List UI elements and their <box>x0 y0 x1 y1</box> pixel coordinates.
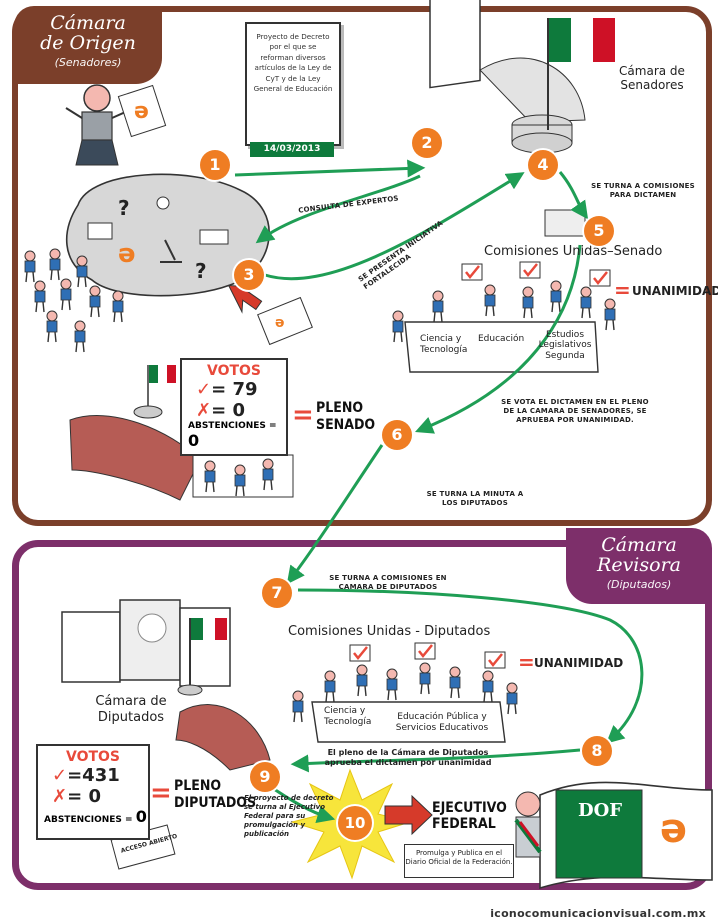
diputados-unanimidad-equals: = <box>518 650 535 674</box>
votes-no-value: = 0 <box>67 786 101 807</box>
votes-no: ✗= 0 <box>52 786 101 807</box>
step-10: 10 <box>338 806 372 840</box>
step-5: 5 <box>584 216 614 246</box>
svg-text:?: ? <box>118 196 130 220</box>
svg-text:ə: ə <box>134 99 149 124</box>
step-8: 8 <box>582 736 612 766</box>
votes-yes: ✓= 79 <box>196 379 258 400</box>
step-2: 2 <box>412 128 442 158</box>
comisiones-diputados-title: Comisiones Unidas - Diputados <box>288 624 491 639</box>
svg-text:ə: ə <box>275 315 285 331</box>
camara-revisora-title: Cámara Revisora (Diputados) <box>566 528 712 604</box>
step-7: 7 <box>262 578 292 608</box>
svg-text:ə: ə <box>660 806 687 852</box>
comision-estudios-senado: Estudios Legislativos Segunda <box>538 330 592 361</box>
abstentions: ABSTENCIONES = 0 <box>44 807 148 826</box>
abstentions-value: 0 <box>188 431 200 450</box>
diputados-unanimidad: UNANIMIDAD <box>534 656 624 670</box>
turna-minuta-note: SE TURNA LA MINUTA A LOS DIPUTADOS <box>426 490 524 507</box>
turna-comisiones-senado-note: SE TURNA A COMISIONES PARA DICTAMEN <box>591 182 695 199</box>
senado-unanimidad: UNANIMIDAD <box>632 284 718 298</box>
camara-origen-panel <box>12 6 712 526</box>
camara-senadores-label: Cámara de Senadores <box>619 64 685 93</box>
title-line2: de Origen <box>40 31 136 54</box>
pleno-diputados-label: PLENO DIPUTADOS <box>174 778 257 811</box>
initiative-doc-text: Proyecto de Decreto por el que se reform… <box>253 32 333 94</box>
votes-title: VOTOS <box>65 749 121 765</box>
title-subtitle: (Diputados) <box>606 577 672 591</box>
deputies-building <box>61 599 271 771</box>
votes-no: ✗= 0 <box>196 400 245 421</box>
abstentions-label: ABSTENCIONES = <box>188 421 277 431</box>
camara-diputados-label: Cámara de Diputados <box>95 694 167 725</box>
senado-votes-box: VOTOS ✓= 79 ✗= 0 ABSTENCIONES = 0 <box>180 358 288 456</box>
votes-yes-value: =431 <box>67 765 120 786</box>
comision-educacion-senado: Educación <box>478 334 525 344</box>
turna-ejecutivo-note: El proyecto de decreto se turna al Ejecu… <box>244 794 334 839</box>
pleno-senado-label: PLENO SENADO <box>316 400 376 433</box>
title-line2: Revisora <box>597 553 681 576</box>
footer-credit: iconocomunicacionvisual.com.mx <box>490 907 706 920</box>
diputados-votes-box: VOTOS ✓=431 ✗= 0 ABSTENCIONES = 0 <box>36 744 150 840</box>
initiative-document: Proyecto de Decreto por el que se reform… <box>245 22 341 146</box>
abstentions-label: ABSTENCIONES = <box>44 815 133 825</box>
initiative-date: 14/03/2013 <box>250 142 334 157</box>
ejecutivo-federal-label: EJECUTIVO FEDERAL <box>432 800 507 833</box>
votes-yes-value: = 79 <box>211 379 258 400</box>
turna-comisiones-diputados-note: SE TURNA A COMISIONES EN CAMARA DE DIPUT… <box>329 574 447 591</box>
dof-book: ə <box>514 781 713 890</box>
comisiones-senado-title: Comisiones Unidas–Senado <box>484 244 663 259</box>
pleno-senado-equals: = <box>292 400 314 430</box>
senate-plenum <box>69 365 294 501</box>
step-3: 3 <box>234 260 264 290</box>
title-line1: Cámara <box>601 534 677 556</box>
promulga-note: Promulga y Publica en el Diario Oficial … <box>404 844 514 878</box>
senado-unanimidad-equals: = <box>614 278 631 302</box>
expert-consultation-bubble: ? ? ə <box>66 173 270 297</box>
camara-origen-title: Cámara de Origen (Senadores) <box>14 6 162 84</box>
step-4: 4 <box>528 150 558 180</box>
dof-label: DOF <box>578 800 623 821</box>
title-subtitle: (Senadores) <box>54 55 122 69</box>
senator-figure: ə <box>65 84 167 166</box>
pleno-diputados-equals: = <box>150 778 172 808</box>
svg-text:?: ? <box>195 259 207 283</box>
abstentions-value: 0 <box>135 807 147 826</box>
votes-yes: ✓=431 <box>52 765 120 786</box>
comision-educacion-diputados: Educación Pública y Servicios Educativos <box>395 712 489 733</box>
pleno-aprueba-note: El pleno de la Cámara de Diputados aprue… <box>324 748 492 768</box>
votes-no-value: = 0 <box>211 400 245 421</box>
comision-ciencia-diputados: Ciencia y Tecnología <box>324 706 372 727</box>
camara-revisora-panel <box>12 540 712 890</box>
step-6: 6 <box>382 420 412 450</box>
step-9: 9 <box>250 762 280 792</box>
comision-ciencia-senado: Ciencia y Tecnología <box>420 334 468 355</box>
vota-dictamen-note: SE VOTA EL DICTAMEN EN EL PLENO DE LA CA… <box>501 398 649 424</box>
senate-building <box>429 0 615 154</box>
step-1: 1 <box>200 150 230 180</box>
deputies-committee-figures <box>292 641 518 743</box>
abstentions: ABSTENCIONES = 0 <box>188 421 286 450</box>
votes-title: VOTOS <box>206 363 262 379</box>
svg-text:ə: ə <box>118 239 136 269</box>
flow-arrows <box>234 159 644 823</box>
title-line1: Cámara <box>50 12 126 34</box>
